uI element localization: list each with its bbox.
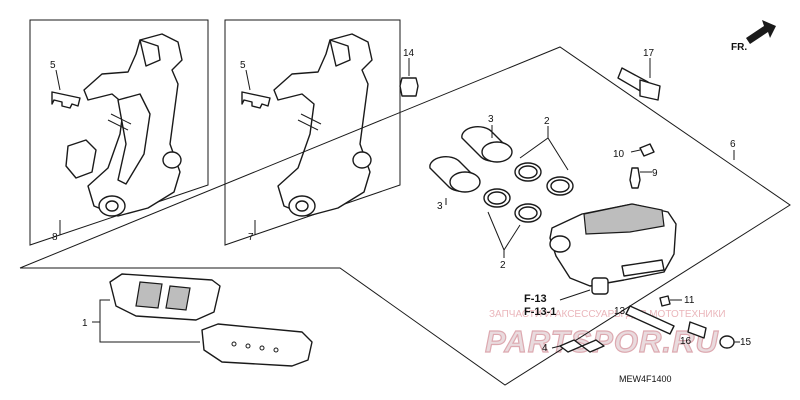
callout-1: 1	[82, 318, 88, 329]
caliper-section-outline	[19, 46, 791, 386]
diagram-code: MEW4F1400	[619, 374, 672, 384]
forward-arrow-icon	[746, 20, 776, 44]
pad-clip-4	[559, 339, 605, 353]
callout-15: 15	[740, 337, 752, 348]
callout-3a: 3	[488, 114, 494, 125]
callout-7: 7	[248, 232, 254, 243]
callout-5b: 5	[240, 60, 246, 71]
callout-5a: 5	[50, 60, 56, 71]
callout-14: 14	[403, 48, 415, 59]
ref-f13[interactable]: F-13	[524, 293, 547, 305]
callout-6: 6	[730, 139, 736, 150]
bleeder-valve-9	[629, 167, 641, 189]
caliper-bracket-7	[273, 33, 373, 217]
bracket-assembly-7-box	[224, 19, 401, 246]
watermark-caption: ЗАПЧАСТИ И АКСЕССУАРЫ ДЛЯ МОТОТЕХНИКИ	[489, 309, 726, 320]
watermark-logo: PARTSPOR.RU	[485, 324, 719, 359]
piston-3b	[429, 156, 481, 193]
boot-16	[687, 321, 707, 339]
callout-17: 17	[643, 48, 655, 59]
callout-10: 10	[613, 149, 625, 160]
callout-2a: 2	[544, 116, 550, 127]
pad-spring-5b	[241, 69, 271, 109]
bolt-11	[659, 295, 671, 307]
seal-set-2	[483, 162, 574, 223]
pin-17	[617, 58, 661, 101]
callout-16: 16	[680, 336, 692, 347]
bleeder-cap-10	[630, 143, 655, 157]
caliper-bracket-8	[65, 33, 183, 217]
callout-2b: 2	[500, 260, 506, 271]
cap-15	[719, 335, 735, 349]
callout-8: 8	[52, 232, 58, 243]
callout-11: 11	[684, 295, 695, 306]
brake-pad-1a	[109, 273, 221, 321]
callout-9: 9	[652, 168, 658, 179]
bracket-assembly-8-box	[29, 19, 209, 246]
callout-4: 4	[542, 343, 548, 354]
bolt-14	[399, 58, 419, 97]
ref-f13-1[interactable]: F-13-1	[524, 306, 556, 318]
pad-spring-5a	[51, 69, 81, 109]
piston-3a	[461, 126, 513, 163]
direction-label: FR.	[731, 42, 747, 53]
callout-3b: 3	[437, 201, 443, 212]
slide-pin-13	[625, 305, 675, 335]
brake-pad-1b	[201, 323, 313, 367]
callout-13: 13	[614, 306, 626, 317]
caliper-body-6	[549, 203, 677, 295]
